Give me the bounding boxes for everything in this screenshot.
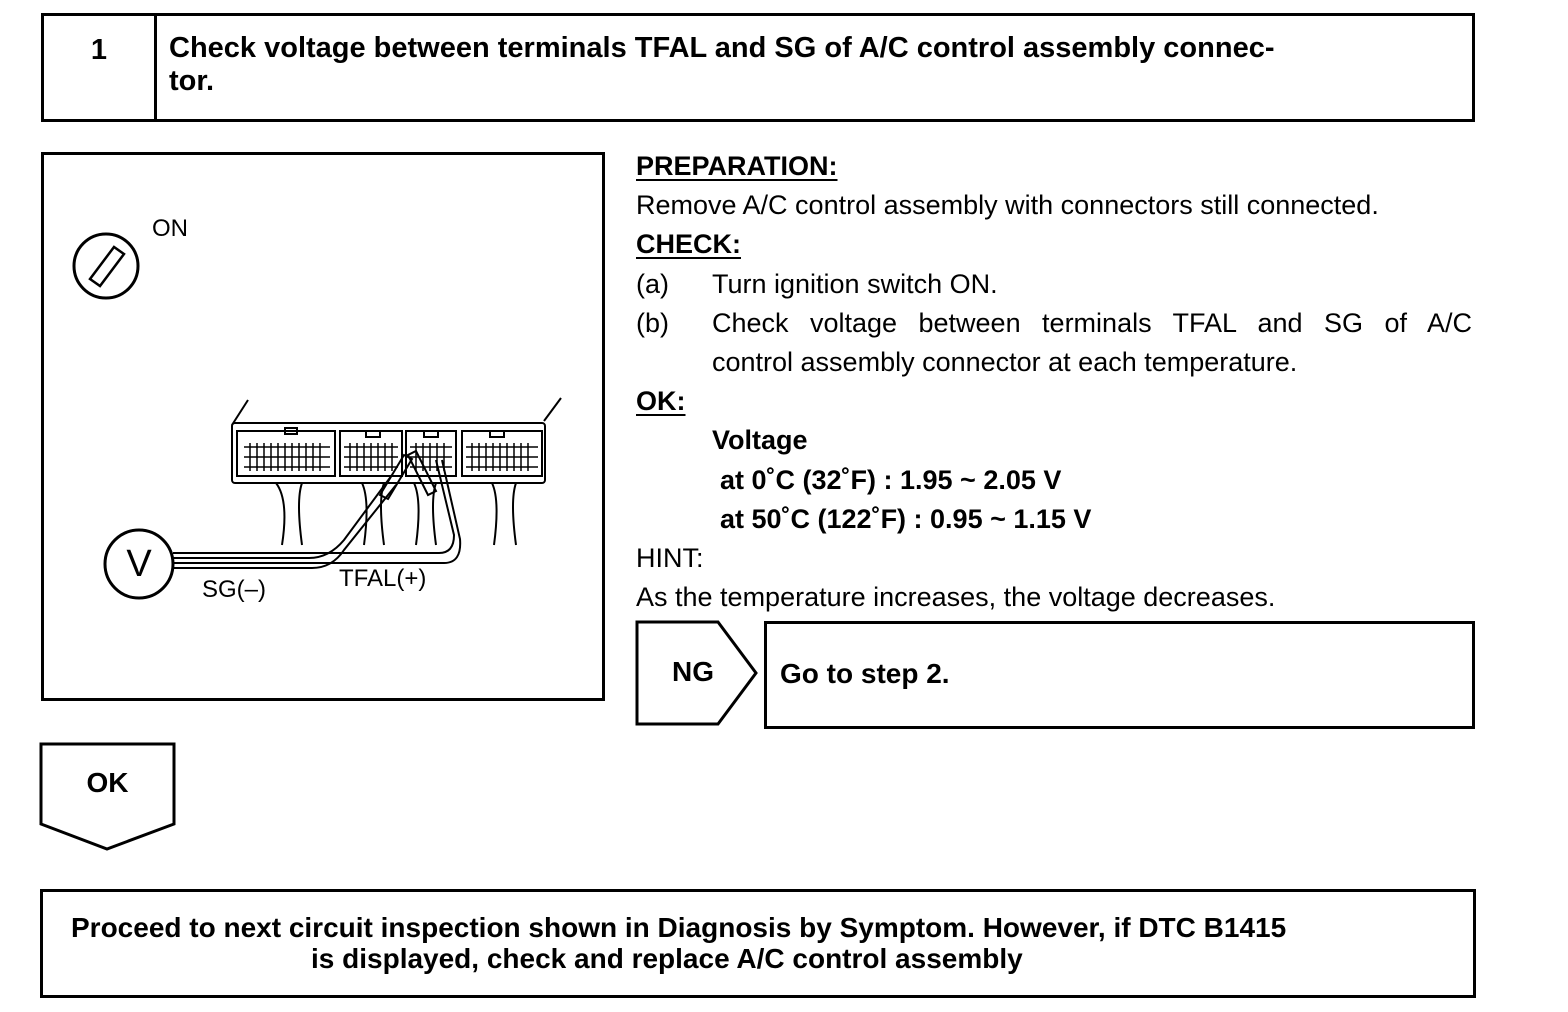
hint-text: As the temperature increases, the voltag…: [636, 582, 1276, 612]
check-item-b-marker: (b): [636, 308, 669, 338]
connector-illustration: V ON SG(–) TFAL(+): [41, 152, 605, 701]
step-header: 1 Check voltage between terminals TFAL a…: [41, 13, 1475, 122]
ok-label: OK: [86, 767, 129, 798]
final-action-line2: is displayed, check and replace A/C cont…: [311, 943, 1023, 974]
ignition-switch-icon: [72, 232, 140, 300]
final-action-line1: Proceed to next circuit inspection shown…: [71, 912, 1287, 943]
ok-spec-50c: at 50˚C (122˚F) : 0.95 ~ 1.15 V: [720, 504, 1092, 534]
check-item-b-line2: control assembly connector at each tempe…: [712, 347, 1298, 377]
ok-spec-0c: at 0˚C (32˚F) : 1.95 ~ 2.05 V: [720, 465, 1062, 495]
step-title-line2: tor.: [169, 65, 215, 97]
step-number: 1: [90, 34, 108, 66]
connector-housing: [231, 397, 562, 546]
hint-heading: HINT:: [636, 543, 704, 573]
probe-positive-label: TFAL(+): [339, 565, 427, 592]
preparation-text: Remove A/C control assembly with connect…: [636, 190, 1379, 220]
ng-arrow-box: [635, 620, 758, 726]
step-number-cell: 1: [44, 16, 157, 119]
check-item-a-text: Turn ignition switch ON.: [712, 269, 998, 299]
probe-negative-label: SG(–): [202, 576, 267, 603]
connector-diagram: V: [72, 232, 562, 600]
check-item-a-marker: (a): [636, 269, 669, 299]
check-heading: CHECK:: [636, 229, 741, 259]
preparation-heading: PREPARATION:: [636, 151, 838, 181]
ng-result-text: Go to step 2.: [780, 658, 950, 689]
ok-spec-title: Voltage: [712, 425, 808, 455]
ignition-on-label: ON: [152, 215, 188, 242]
final-action-box: Proceed to next circuit inspection shown…: [40, 889, 1476, 998]
step-title: Check voltage between terminals TFAL and…: [169, 32, 1459, 98]
meter-symbol: V: [126, 543, 152, 585]
probe-leads: [173, 449, 462, 569]
ok-arrow-box: [39, 742, 176, 851]
step-title-line1: Check voltage between terminals TFAL and…: [169, 32, 1275, 64]
ng-label: NG: [672, 656, 714, 687]
check-item-b-line1: Check voltage between terminals TFAL and…: [712, 308, 1472, 338]
ok-heading: OK:: [636, 386, 686, 416]
ng-result-box: Go to step 2.: [764, 621, 1475, 729]
